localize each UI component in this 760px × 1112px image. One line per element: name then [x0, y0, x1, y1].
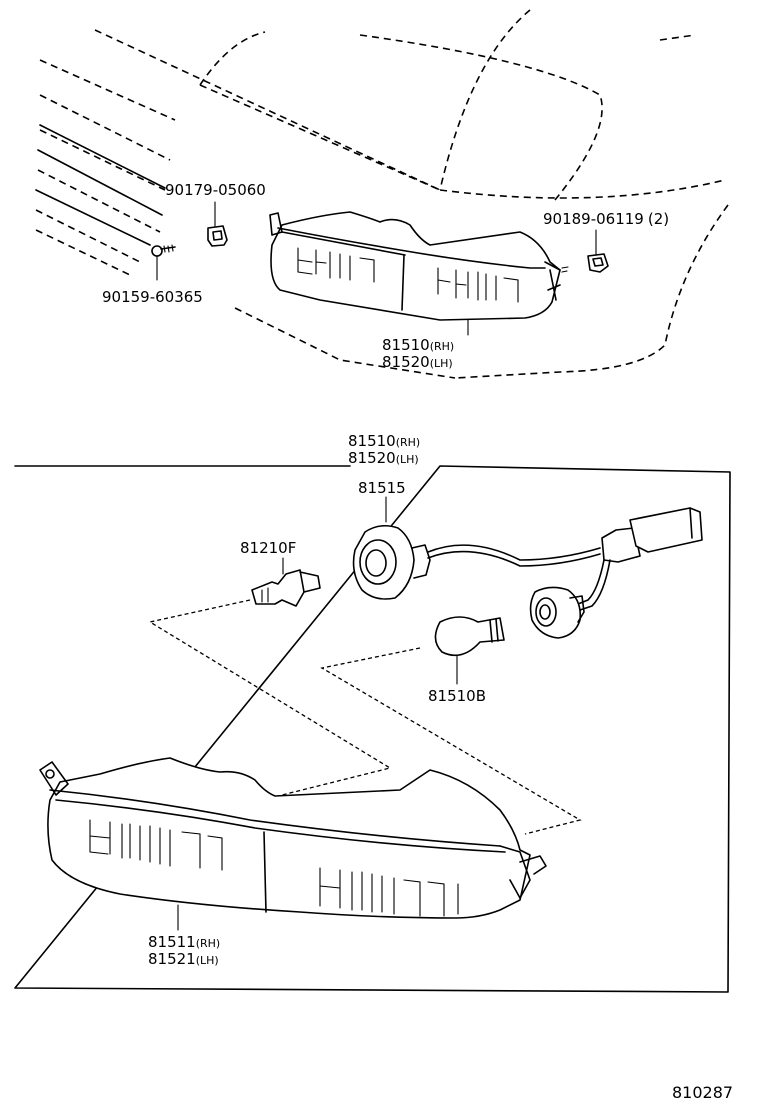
lamp-assy-top-lh-number: 81520: [382, 353, 430, 371]
lamp-assy-top-lh-label: 81520(LH): [382, 353, 453, 371]
nut-quantity: (2): [648, 210, 669, 228]
lens-lh-suffix: (LH): [196, 954, 219, 967]
lens-rh-label: 81511(RH): [148, 933, 220, 951]
bulb-81210f-drawing: [251, 557, 321, 607]
assembly-guide-lines: [148, 599, 582, 835]
nut-part-number-value: 90189-06119: [543, 210, 644, 228]
bulb-socket-drawing: [529, 586, 585, 639]
clip-90179-05060-drawing: [207, 201, 228, 247]
lens-rh-number: 81511: [148, 933, 196, 951]
lamp-assy-box-lh-label: 81520(LH): [348, 449, 419, 467]
lens-lh-label: 81521(LH): [148, 950, 219, 968]
lens-rh-suffix: (RH): [196, 937, 221, 950]
lens-81511-drawing: [39, 757, 547, 931]
clip-part-number: 90179-05060: [165, 181, 266, 199]
socket-81515-drawing: [352, 496, 703, 611]
turn-signal-lamp-top-drawing: [269, 211, 569, 336]
illustration-number: 810287: [672, 1083, 733, 1102]
screw-90159-60365-drawing: [151, 244, 176, 281]
lamp-assy-box-lh-number: 81520: [348, 449, 396, 467]
nut-part-number: 90189-06119(2): [543, 210, 669, 228]
screw-part-number: 90159-60365: [102, 288, 203, 306]
bulb-81510b-drawing: [434, 616, 505, 685]
vehicle-body-outline: [35, 9, 729, 379]
lens-lh-number: 81521: [148, 950, 196, 968]
lamp-assy-top-lh-suffix: (LH): [430, 357, 453, 370]
bulb-small-part-number: 81210F: [240, 539, 296, 557]
lamp-assy-top-rh-label: 81510(RH): [382, 336, 454, 354]
lamp-assy-box-rh-suffix: (RH): [396, 436, 421, 449]
top-lamp-lens-pattern: [297, 247, 519, 303]
socket-part-number: 81515: [358, 479, 406, 497]
lamp-assy-top-rh-suffix: (RH): [430, 340, 455, 353]
nut-90189-06119-drawing: [587, 229, 609, 273]
lamp-assy-top-rh-number: 81510: [382, 336, 430, 354]
lens-pattern: [89, 819, 459, 917]
lamp-assy-box-rh-label: 81510(RH): [348, 432, 420, 450]
bulb-large-part-number: 81510B: [428, 687, 486, 705]
lamp-assy-box-rh-number: 81510: [348, 432, 396, 450]
lamp-assy-box-lh-suffix: (LH): [396, 453, 419, 466]
